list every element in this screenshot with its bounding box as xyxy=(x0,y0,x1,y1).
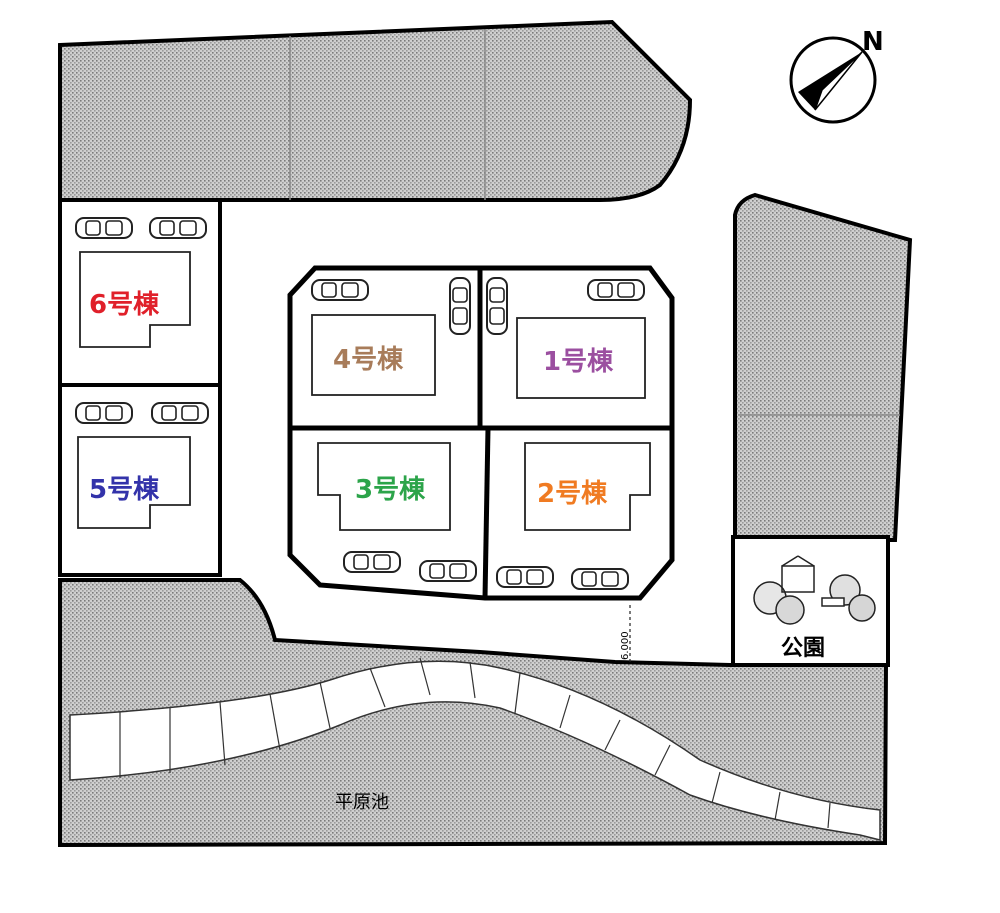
pond-label: 平原池 xyxy=(335,792,389,813)
car-icon xyxy=(149,217,207,239)
lot-label-4: 4号棟 xyxy=(333,345,404,375)
lot-label-6: 6号棟 xyxy=(89,290,160,320)
neighbor-lot-top xyxy=(58,19,693,202)
car-icon xyxy=(75,217,133,239)
lot-label-1: 1号棟 xyxy=(543,347,614,377)
walkway-joints xyxy=(119,657,831,829)
car-icon xyxy=(311,279,369,301)
house-3 xyxy=(317,442,451,531)
lot-label-3: 3号棟 xyxy=(355,475,426,505)
compass-north-label: N xyxy=(862,27,884,57)
car-icon xyxy=(496,566,554,588)
house-1 xyxy=(516,317,646,399)
lot-divider xyxy=(482,427,491,599)
neighbor-lot-right xyxy=(733,192,913,542)
car-icon xyxy=(419,560,477,582)
house-4 xyxy=(311,314,436,396)
car-icon xyxy=(449,277,471,335)
car-icon xyxy=(75,402,133,424)
road-width-label: 6.000 xyxy=(620,631,631,660)
car-icon xyxy=(571,568,629,590)
car-icon xyxy=(151,402,209,424)
house-2 xyxy=(524,442,651,531)
car-icon xyxy=(587,279,645,301)
house-6 xyxy=(79,251,191,348)
park-label: 公園 xyxy=(781,636,825,661)
car-icon xyxy=(343,551,401,573)
lot-label-5: 5号棟 xyxy=(89,475,160,505)
house-5 xyxy=(77,436,191,529)
lot-label-2: 2号棟 xyxy=(537,479,608,509)
car-icon xyxy=(486,277,508,335)
compass-icon xyxy=(789,36,877,124)
tree-icon xyxy=(753,555,876,625)
